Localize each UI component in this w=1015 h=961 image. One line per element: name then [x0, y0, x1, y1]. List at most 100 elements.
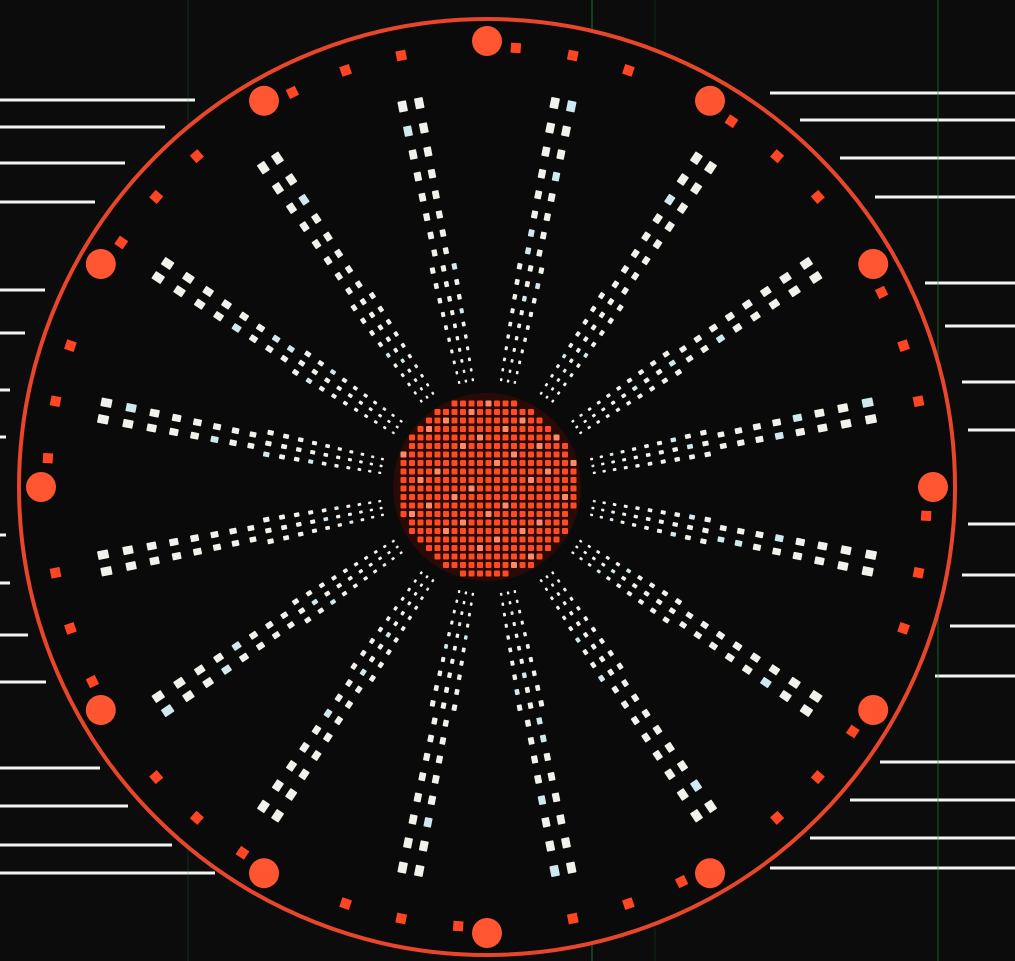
core-cell: [554, 477, 560, 483]
core-cell: [511, 486, 517, 492]
core-cell: [537, 494, 543, 500]
core-cell: [494, 443, 500, 449]
core-cell: [545, 545, 551, 551]
core-cell: [528, 426, 534, 432]
core-cell: [452, 469, 458, 475]
core-cell: [477, 409, 483, 415]
core-cell: [460, 460, 466, 466]
core-cell: [528, 469, 534, 475]
core-cell: [409, 477, 415, 483]
core-cell: [426, 443, 432, 449]
core-cell: [537, 503, 543, 509]
core-cell: [418, 469, 424, 475]
core-cell: [452, 537, 458, 543]
core-cell: [571, 486, 577, 492]
core-cell: [520, 520, 526, 526]
core-cell: [503, 528, 509, 534]
core-cell: [460, 469, 466, 475]
core-cell: [460, 520, 466, 526]
core-cell: [426, 545, 432, 551]
core-cell: [409, 511, 415, 517]
outer-circle-marker: [86, 695, 116, 725]
core-cell: [486, 418, 492, 424]
core-cell: [452, 486, 458, 492]
core-cell: [537, 477, 543, 483]
core-cell: [494, 554, 500, 560]
core-cell: [486, 477, 492, 483]
core-cell: [545, 477, 551, 483]
core-cell: [469, 520, 475, 526]
core-cell: [503, 486, 509, 492]
core-cell: [494, 562, 500, 568]
outer-circle-marker: [858, 695, 888, 725]
core-cell: [537, 554, 543, 560]
core-cell: [401, 452, 407, 458]
core-cell: [545, 511, 551, 517]
core-cell: [486, 528, 492, 534]
core-cell: [511, 562, 517, 568]
core-cell: [460, 401, 466, 407]
core-cell: [435, 477, 441, 483]
core-cell: [477, 511, 483, 517]
outer-circle-marker: [858, 249, 888, 279]
core-cell: [520, 545, 526, 551]
core-cell: [477, 486, 483, 492]
core-cell: [460, 418, 466, 424]
core-cell: [435, 528, 441, 534]
core-cell: [426, 418, 432, 424]
core-cell: [554, 452, 560, 458]
core-cell: [520, 503, 526, 509]
core-cell: [418, 528, 424, 534]
core-cell: [503, 503, 509, 509]
core-cell: [528, 409, 534, 415]
core-cell: [545, 520, 551, 526]
core-cell: [503, 520, 509, 526]
core-cell: [426, 520, 432, 526]
outer-square-marker: [50, 567, 62, 579]
core-cell: [494, 528, 500, 534]
core-cell: [494, 494, 500, 500]
core-cell: [554, 520, 560, 526]
core-cell: [477, 554, 483, 560]
core-cell: [528, 562, 534, 568]
core-cell: [562, 503, 568, 509]
core-cell: [537, 426, 543, 432]
core-cell: [562, 520, 568, 526]
core-cell: [503, 537, 509, 543]
core-cell: [477, 435, 483, 441]
core-cell: [520, 477, 526, 483]
core-cell: [486, 562, 492, 568]
core-cell: [401, 460, 407, 466]
core-cell: [571, 460, 577, 466]
core-cell: [528, 511, 534, 517]
core-cell: [554, 528, 560, 534]
core-cell: [503, 545, 509, 551]
core-cell: [469, 409, 475, 415]
core-cell: [452, 494, 458, 500]
core-cell: [494, 537, 500, 543]
outer-square-marker: [50, 395, 62, 407]
core-cell: [426, 503, 432, 509]
core-cell: [511, 528, 517, 534]
core-cell: [511, 503, 517, 509]
core-cell: [545, 537, 551, 543]
core-cell: [418, 503, 424, 509]
core-cell: [443, 503, 449, 509]
core-cell: [435, 537, 441, 543]
core-cell: [511, 469, 517, 475]
core-cell: [528, 528, 534, 534]
core-cell: [545, 494, 551, 500]
core-cell: [520, 443, 526, 449]
core-cell: [494, 401, 500, 407]
core-cell: [520, 528, 526, 534]
core-cell: [477, 571, 483, 577]
core-cell: [443, 537, 449, 543]
core-cell: [469, 494, 475, 500]
core-cell: [409, 443, 415, 449]
core-cell: [409, 528, 415, 534]
outer-square-marker: [567, 50, 579, 62]
outer-square-marker: [913, 395, 925, 407]
core-cell: [443, 528, 449, 534]
core-cell: [452, 562, 458, 568]
core-cell: [452, 503, 458, 509]
